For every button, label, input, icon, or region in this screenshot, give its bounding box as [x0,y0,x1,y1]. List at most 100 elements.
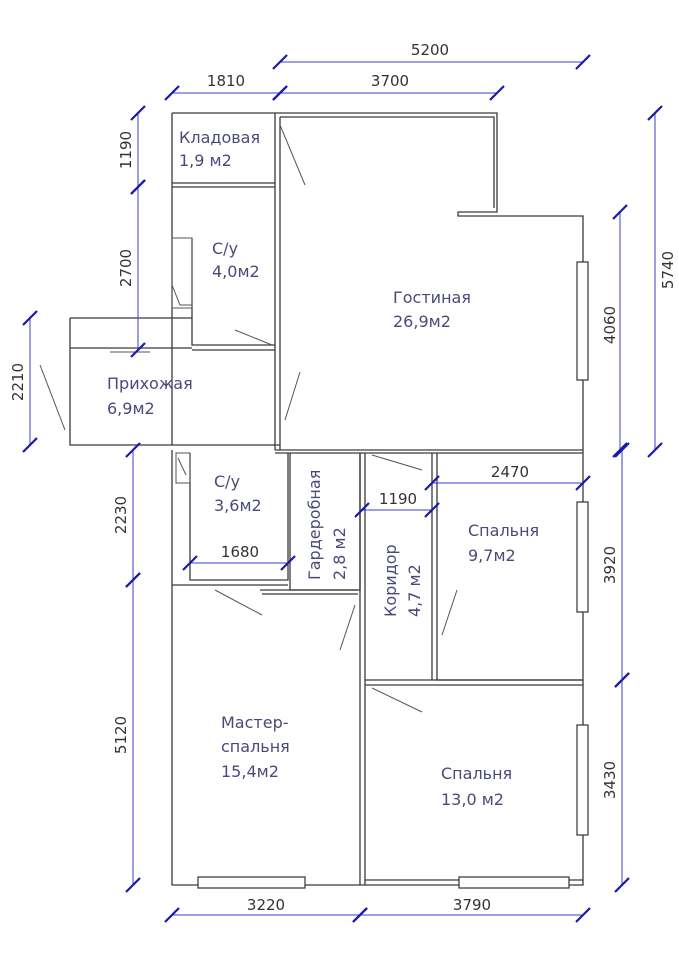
dim-bottom-right: 3790 [352,896,591,923]
room-master-bedroom: Мастер- спальня 15,4м2 [221,713,290,781]
room-area: 6,9м2 [107,399,155,418]
dimension-tick [164,85,180,101]
windows [197,261,589,889]
room-wardrobe: Гардеробная 2,8 м2 [305,470,349,580]
room-corridor: Коридор 4,7 м2 [381,544,424,617]
dimension-tick [164,907,180,923]
dimension-tick [22,310,38,326]
dimension-tick [130,179,146,195]
dimension-tick [647,105,663,121]
dim-left-bath2: 2230 [112,442,141,588]
dim-right-total: 5740 [647,105,677,458]
room-living: Гостиная 26,9м2 [393,288,471,331]
dimension-tick [354,502,370,518]
dimension-tick [575,54,591,70]
dim-label: 1810 [207,72,245,90]
room-name: Спальня [468,521,539,540]
dimension-tick [130,105,146,121]
room-name: С/у [214,472,240,491]
window [576,501,589,613]
dim-top-total: 5200 [272,41,591,70]
dim-left-bath: 2700 [117,179,146,358]
room-name: Прихожая [107,374,193,393]
dimension-tick [125,572,141,588]
walls [39,112,584,886]
dim-corridor-width: 1190 [354,490,440,518]
dimension-tick [182,555,198,571]
room-name: Спальня [441,764,512,783]
dimension-tick [575,907,591,923]
room-name: С/у [212,239,238,258]
dimensions: 5200 1810 3700 1190 2700 2210 5740 4060 … [9,41,677,923]
room-name: Мастер- [221,713,289,732]
dim-label: 1680 [221,543,259,561]
room-name: спальня [221,737,290,756]
room-name: Гостиная [393,288,471,307]
room-area: 4,0м2 [212,262,260,281]
dim-bath2-width: 1680 [182,543,296,571]
dim-right-bedroom2: 3430 [601,672,630,893]
room-area: 4,7 м2 [405,564,424,617]
dimension-tick [612,442,628,458]
dim-label: 5120 [112,716,130,754]
room-bathroom-1: С/у 4,0м2 [212,239,260,281]
dim-right-bedroom1: 3920 [601,442,630,688]
dimension-tick [489,85,505,101]
dim-label: 1190 [379,490,417,508]
dim-label: 2700 [117,249,135,287]
dimension-tick [22,437,38,453]
dim-label: 2230 [112,496,130,534]
dim-label: 4060 [601,306,619,344]
room-bedroom-1: Спальня 9,7м2 [468,521,539,565]
dimension-tick [614,442,630,458]
window [576,724,589,836]
room-bathroom-2: С/у 3,6м2 [214,472,262,515]
dimension-tick [424,502,440,518]
dim-label: 2470 [491,463,529,481]
room-area: 15,4м2 [221,762,279,781]
dim-bottom-left: 3220 [164,896,368,923]
dimension-tick [614,877,630,893]
dimension-tick [272,85,288,101]
dimension-tick [424,475,440,491]
room-name: Гардеробная [305,470,324,580]
dimension-tick [125,442,141,458]
dim-label: 3790 [453,896,491,914]
dimension-tick [280,555,296,571]
dim-label: 1190 [117,131,135,169]
room-area: 26,9м2 [393,312,451,331]
dim-label: 2210 [9,363,27,401]
dim-left-master: 5120 [112,572,141,893]
dimension-tick [612,204,628,220]
room-area: 2,8 м2 [330,527,349,580]
room-area: 3,6м2 [214,496,262,515]
dimension-tick [352,907,368,923]
dim-label: 3700 [371,72,409,90]
room-storage: Кладовая 1,9 м2 [179,128,260,170]
dimension-tick [575,475,591,491]
dim-label: 5740 [659,251,677,289]
dimension-tick [130,342,146,358]
dim-right-living: 4060 [601,204,628,458]
room-area: 13,0 м2 [441,790,504,809]
room-area: 1,9 м2 [179,151,232,170]
dim-label: 3430 [601,761,619,799]
window [458,876,570,889]
dim-top-left: 1810 [164,72,288,101]
dimension-tick [647,442,663,458]
room-labels: Кладовая 1,9 м2 С/у 4,0м2 Гостиная 26,9м… [107,128,539,809]
dimension-tick [614,672,630,688]
window [576,261,589,381]
dim-label: 3920 [601,546,619,584]
room-name: Коридор [381,544,400,617]
dim-top-right: 3700 [272,72,505,101]
dim-label: 5200 [411,41,449,59]
room-area: 9,7м2 [468,546,516,565]
dimension-tick [125,877,141,893]
dim-left-storage: 1190 [117,105,146,195]
dim-left-hall: 2210 [9,310,38,453]
window [197,876,306,889]
room-hallway: Прихожая 6,9м2 [107,374,193,418]
dim-bedroom1-width: 2470 [424,463,591,491]
